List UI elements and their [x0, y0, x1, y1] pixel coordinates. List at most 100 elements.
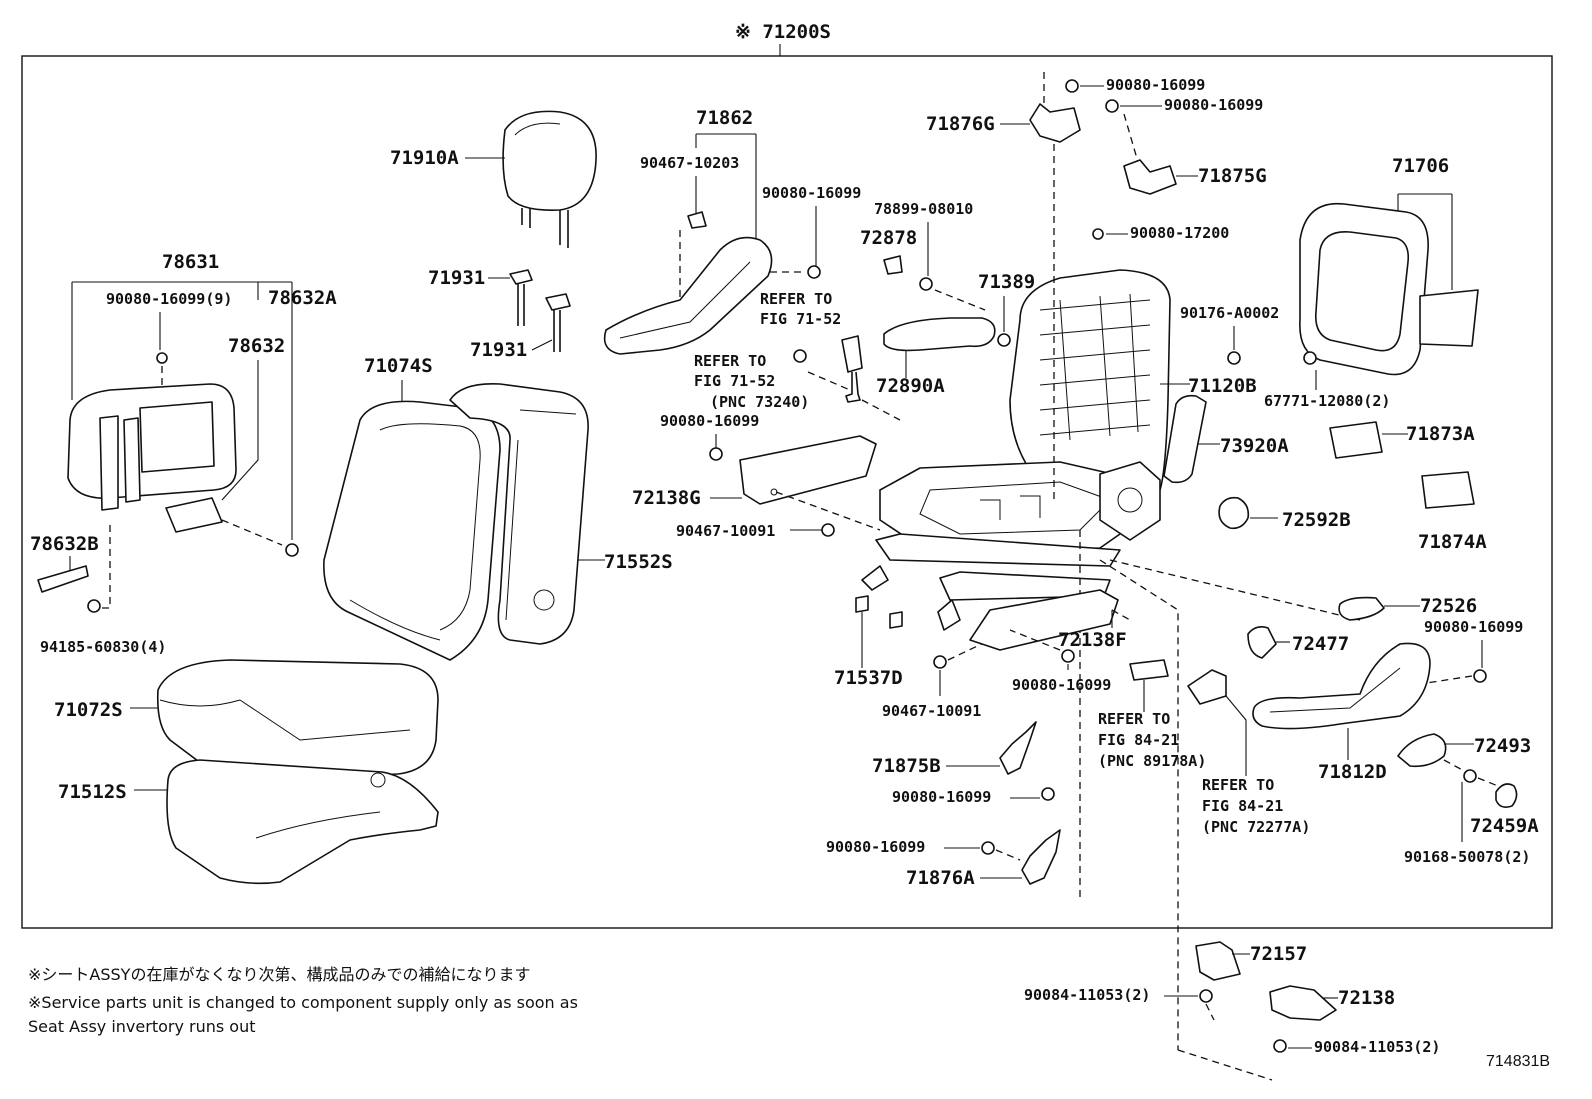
label-71876A: 71876A [906, 867, 975, 889]
label-90080-16099-9: 90080-16099(9) [106, 290, 232, 308]
label-73920A: 73920A [1220, 435, 1289, 457]
headrest-support-part [509, 269, 571, 352]
label-71931-lower: 71931 [470, 339, 527, 361]
label-71875G: 71875G [1198, 165, 1267, 187]
assembly-frame [21, 55, 1553, 929]
seat-back-pad-part [449, 383, 589, 645]
seat-cushion-cover-part [156, 659, 439, 781]
seat-back-cover-part [323, 400, 501, 661]
label-refer2-line2: FIG 71-52 [694, 372, 775, 390]
label-90080-top2: 90080-16099 [1164, 96, 1263, 114]
clip-71537D-part [855, 595, 903, 629]
bracket-78632B-part [37, 565, 89, 593]
label-67771-12080: 67771-12080(2) [1264, 392, 1390, 410]
label-71389: 71389 [978, 271, 1035, 293]
label-72526: 72526 [1420, 595, 1477, 617]
recliner-handle-part [883, 317, 996, 352]
label-72890A: 72890A [876, 375, 945, 397]
note-japanese: ※シートASSYの在庫がなくなり次第、構成品のみでの補給になります [28, 965, 530, 984]
label-71931-upper: 71931 [428, 267, 485, 289]
belt-buckle-part [841, 335, 863, 403]
bracket-71875B-part [999, 721, 1037, 775]
label-90176-A0002: 90176-A0002 [1180, 304, 1279, 322]
label-72592B: 72592B [1282, 509, 1351, 531]
assembly-title: ※ 71200S [735, 21, 831, 43]
label-78632: 78632 [228, 335, 285, 357]
note-english-line1: ※Service parts unit is changed to compon… [28, 993, 578, 1012]
label-90080-16099-f: 90080-16099 [826, 838, 925, 856]
label-refer2-line1: REFER TO [694, 352, 766, 370]
seat-frame-part [861, 269, 1171, 631]
label-90467-10091-a: 90467-10091 [676, 522, 775, 540]
label-90080-16099-b: 90080-16099 [660, 412, 759, 430]
cap-72459A-part [1495, 783, 1518, 808]
bracket-71876A-part [1021, 829, 1061, 885]
label-90080-16099-e: 90080-16099 [892, 788, 991, 806]
label-refer1-line1: REFER TO [760, 290, 832, 308]
label-78632A: 78632A [268, 287, 337, 309]
label-90080-17200: 90080-17200 [1130, 224, 1229, 242]
label-71072S: 71072S [54, 699, 123, 721]
label-refer3-line1: REFER TO [1098, 710, 1170, 728]
label-78632B: 78632B [30, 533, 99, 555]
bracket-71875G-part [1123, 159, 1177, 195]
cover-72138-part [1269, 985, 1337, 1021]
label-72477: 72477 [1292, 633, 1349, 655]
label-refer4-line2: FIG 84-21 [1202, 797, 1283, 815]
connector-89178A-part [1129, 659, 1169, 681]
label-71552S: 71552S [604, 551, 673, 573]
label-71910A: 71910A [390, 147, 459, 169]
label-71074S: 71074S [364, 355, 433, 377]
label-72138: 72138 [1338, 987, 1395, 1009]
label-90080-16099-c: 90080-16099 [1012, 676, 1111, 694]
bracket-71873A-part [1329, 421, 1383, 459]
label-71537D: 71537D [834, 667, 903, 689]
label-71812D: 71812D [1318, 761, 1387, 783]
label-90467-10203: 90467-10203 [640, 154, 739, 172]
cover-72157-part [1195, 941, 1241, 981]
lever-72493-part [1397, 733, 1447, 768]
label-72493: 72493 [1474, 735, 1531, 757]
label-90084-11053-a: 90084-11053(2) [1024, 986, 1150, 1004]
label-71120B: 71120B [1188, 375, 1257, 397]
headrest-part [502, 110, 597, 248]
note-english-line2: Seat Assy invertory runs out [28, 1017, 256, 1036]
label-refer3-line3: (PNC 89178A) [1098, 752, 1206, 770]
label-78631: 78631 [162, 251, 219, 273]
back-board-71706-part [1299, 202, 1479, 376]
label-72138F: 72138F [1058, 629, 1127, 651]
label-71706: 71706 [1392, 155, 1449, 177]
seat-cushion-pad-part [166, 759, 439, 885]
knob-72592B-part [1218, 496, 1250, 530]
label-refer2-line3: (PNC 73240) [710, 393, 809, 411]
knob-72526-part [1338, 596, 1385, 621]
label-72157: 72157 [1250, 943, 1307, 965]
bracket-71874A-part [1421, 471, 1475, 509]
figure-id: 714831B [1486, 1053, 1550, 1070]
label-71873A: 71873A [1406, 423, 1475, 445]
label-refer4-line3: (PNC 72277A) [1202, 818, 1310, 836]
label-90080-16099-a: 90080-16099 [762, 184, 861, 202]
label-90168-50078: 90168-50078(2) [1404, 848, 1530, 866]
label-90080-16099-d: 90080-16099 [1424, 618, 1523, 636]
label-90080-top1: 90080-16099 [1106, 76, 1205, 94]
side-cover-71812D-part [1252, 642, 1431, 730]
label-72138G: 72138G [632, 487, 701, 509]
label-72459A: 72459A [1470, 815, 1539, 837]
label-94185-60830: 94185-60830(4) [40, 638, 166, 656]
label-90467-10091-b: 90467-10091 [882, 702, 981, 720]
label-71876G: 71876G [926, 113, 995, 135]
label-72878: 72878 [860, 227, 917, 249]
lumbar-support-part [1163, 394, 1207, 484]
label-71874A: 71874A [1418, 531, 1487, 553]
label-90084-11053-b: 90084-11053(2) [1314, 1038, 1440, 1056]
label-plate-part [165, 497, 223, 533]
label-71512S: 71512S [58, 781, 127, 803]
bracket-71876G-part [1029, 103, 1081, 143]
label-78899-08010: 78899-08010 [874, 200, 973, 218]
bracket-72277A-part [1187, 669, 1227, 705]
label-refer3-line2: FIG 84-21 [1098, 731, 1179, 749]
label-71875B: 71875B [872, 755, 941, 777]
side-cover-71862-part [603, 236, 773, 355]
